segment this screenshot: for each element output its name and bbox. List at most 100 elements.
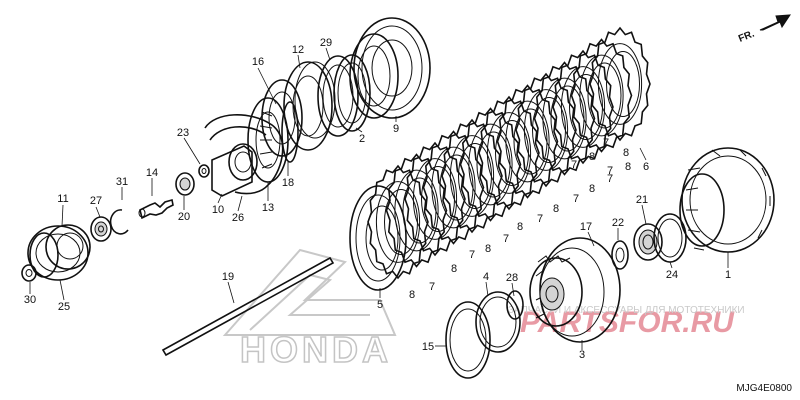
- disc-inner-ring: [560, 66, 606, 148]
- callout-10: 10: [212, 204, 224, 216]
- callout-8-i: 8: [623, 147, 629, 159]
- disc-bore: [550, 85, 585, 152]
- callout-19: 19: [222, 271, 234, 283]
- disc-inner-ring: [449, 135, 495, 217]
- callout-22: 22: [612, 217, 624, 229]
- callout-21: 21: [636, 194, 648, 206]
- part-2-ring: [333, 54, 371, 132]
- disc-outline: [589, 26, 651, 142]
- front-direction-indicator: FR.: [737, 14, 791, 45]
- disc-bore: [476, 131, 511, 198]
- disc-outline: [570, 38, 633, 153]
- disc-bore: [532, 97, 566, 163]
- callout-27: 27: [90, 195, 102, 207]
- part-17-pointer: [587, 231, 595, 247]
- part-18-judder-spring: [281, 101, 299, 163]
- callout-2: 2: [359, 133, 365, 145]
- friction-disc: [515, 72, 577, 188]
- clutch-disc-stack: [367, 26, 651, 280]
- disc-bore: [569, 74, 603, 140]
- part-23-washer: [198, 164, 210, 178]
- friction-disc: [589, 26, 651, 142]
- disc-bore: [513, 108, 548, 175]
- friction-disc: [552, 49, 614, 165]
- site-watermark: PARTSFOR.RU ЗАПЧАСТИ И АКСЕССУАРЫ ДЛЯ МО…: [508, 305, 745, 339]
- callout-31: 31: [116, 176, 128, 188]
- part-28-washer: [506, 290, 524, 320]
- callout-23: 23: [177, 127, 189, 139]
- front-arrow-icon: [759, 14, 791, 31]
- callout-8-c: 8: [485, 243, 491, 255]
- clutch-plate: [459, 107, 522, 222]
- disc-bore: [458, 143, 492, 209]
- callout-7-a: 7: [429, 281, 435, 293]
- callout-7-h: 7: [607, 165, 613, 177]
- callout-8-g: 8: [625, 161, 631, 173]
- disc-inner-ring: [375, 181, 421, 263]
- callout-7-f: 7: [607, 173, 613, 185]
- disc-bore: [439, 154, 474, 221]
- callout-7-i: 7: [603, 137, 609, 149]
- disc-outline: [422, 130, 485, 245]
- part-31-circlip: [109, 209, 129, 235]
- disc-inner-ring: [431, 146, 476, 229]
- callout-8-b: 8: [451, 263, 457, 275]
- part-22-washer: [611, 240, 629, 270]
- callout-5: 5: [377, 299, 383, 311]
- part-20-bearing: [175, 172, 195, 196]
- disc-outline: [459, 107, 522, 222]
- disc-outline: [552, 49, 614, 165]
- honda-watermark: HONDA: [222, 248, 397, 371]
- callout-28: 28: [506, 272, 518, 284]
- callout-25: 25: [58, 301, 70, 313]
- disc-inner-ring: [542, 77, 587, 160]
- clutch-plate: [496, 84, 559, 199]
- disc-inner-ring: [523, 89, 569, 171]
- callout-7-c: 7: [503, 233, 509, 245]
- callout-29: 29: [320, 37, 332, 49]
- disc-outline: [404, 141, 466, 257]
- callout-17: 17: [580, 221, 592, 233]
- clutch-plate: [422, 130, 485, 245]
- callout-30: 30: [24, 294, 36, 306]
- disc-bore: [384, 189, 418, 255]
- disc-inner-ring: [579, 54, 624, 137]
- site-watermark-tagline: ЗАПЧАСТИ И АКСЕССУАРЫ ДЛЯ МОТОТЕХНИКИ: [508, 305, 745, 316]
- callout-11: 11: [57, 193, 68, 205]
- callout-7-e: 7: [573, 193, 579, 205]
- part-9-outer-plate: [349, 17, 431, 119]
- callout-8-d: 8: [517, 221, 523, 233]
- callout-15: 15: [422, 341, 434, 353]
- front-label: FR.: [737, 28, 756, 44]
- part-3-center-hub: [529, 237, 621, 343]
- disc-inner-ring: [486, 112, 532, 194]
- callout-9: 9: [393, 123, 399, 135]
- diagram-code: MJG4E0800: [736, 383, 792, 394]
- friction-disc: [404, 141, 466, 257]
- part-4-ring: [475, 291, 521, 353]
- clutch-plate: [533, 61, 596, 176]
- part-21-bushing: [633, 223, 663, 261]
- honda-watermark-text: HONDA: [240, 329, 392, 370]
- callout-8-a: 8: [409, 289, 415, 301]
- disc-outline: [496, 84, 559, 199]
- leader-lines: [29, 47, 729, 350]
- disc-bore: [587, 62, 622, 129]
- callout-8-e: 8: [553, 203, 559, 215]
- callout-13: 13: [262, 202, 274, 214]
- disc-inner-ring: [412, 158, 458, 240]
- callout-7-g: 7: [571, 159, 577, 171]
- callout-16: 16: [252, 56, 264, 68]
- part-30-nut: [21, 264, 37, 282]
- part-14-lifter-piece: [138, 198, 174, 220]
- friction-disc: [441, 118, 503, 234]
- site-watermark-text: PARTSFOR.RU: [520, 306, 735, 339]
- disc-outline: [533, 61, 596, 176]
- callout-24: 24: [666, 269, 678, 281]
- part-5-disc-b: [349, 185, 407, 291]
- disc-bore: [495, 120, 529, 186]
- callout-labels: 30 25 11 27 31 14 20 23 10 26 13 18 16 1…: [24, 37, 731, 361]
- part-1-clutch-outer: [679, 147, 775, 253]
